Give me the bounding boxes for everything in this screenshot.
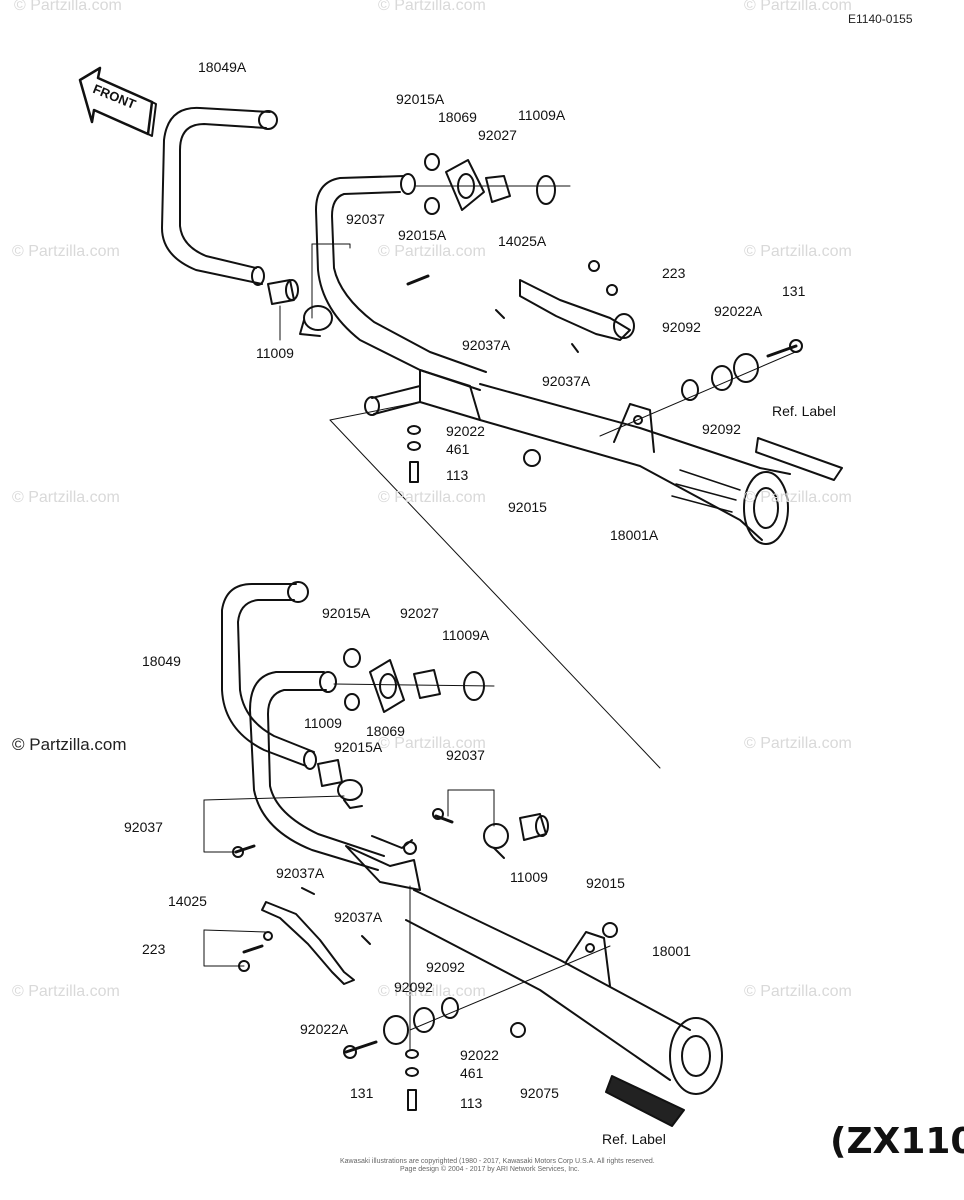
mount-rubber-upper [599,339,803,437]
part-label-18049a: 18049A [198,59,247,75]
part-label-11009a-lower: 11009A [442,627,490,643]
part-label-92015-upper: 92015 [508,499,547,515]
part-label-92015a-bottom: 92015A [398,227,447,243]
part-label-92022a-upper: 92022A [714,303,763,319]
part-label-92037a-lower-b: 92037A [334,909,383,925]
exhaust-pipe-18049 [221,581,317,770]
part-label-92015a-lower-top: 92015A [322,605,371,621]
part-label-92022-lower: 92022 [460,1047,499,1063]
part-label-92015a-lower-bottom: 92015A [334,739,383,755]
watermark-8: © Partzilla.com [378,489,486,506]
front-arrow-icon [78,66,157,137]
part-label-92027-lower: 92027 [400,605,439,621]
model-code: (ZX110 [830,1121,964,1162]
watermark-9: © Partzilla.com [744,489,852,506]
part-label-92037-lower-left: 92037 [124,819,163,835]
part-label-131-lower: 131 [350,1085,374,1101]
flange-18069-upper [415,153,571,215]
part-label-11009a-upper: 11009A [518,107,566,123]
watermark-5: © Partzilla.com [378,243,486,260]
part-label-11009-lower-b: 11009 [510,869,548,885]
diagram-code: E1140-0155 [848,12,913,26]
part-label-92037-upper: 92037 [346,211,385,227]
fasteners-upper [407,309,579,483]
part-label-18069-lower: 18069 [366,723,405,739]
part-label-113-upper: 113 [446,467,469,483]
part-label-461-lower: 461 [460,1065,484,1081]
copyright-line-2: Page design © 2004 - 2017 by ARI Network… [400,1166,580,1173]
part-label-14025a: 14025A [498,233,547,249]
part-label-92092-lower-a: 92092 [426,959,465,975]
ref-label-upper [755,437,843,481]
part-label-18001: 18001 [652,943,691,959]
part-label-18049: 18049 [142,653,181,669]
part-label-92092-upper-a: 92092 [662,319,701,335]
watermark-6: © Partzilla.com [744,243,852,260]
part-label-92015a-top: 92015A [396,91,445,107]
bracket-14025 [203,887,371,985]
part-label-ref-label-lower: Ref. Label [602,1131,666,1147]
part-label-11009-upper: 11009 [256,345,294,361]
part-label-92092-lower-b: 92092 [394,979,433,995]
exhaust-pipe-18001-lower [249,671,723,1095]
watermark-10: © Partzilla.com [12,735,127,754]
part-label-18069-upper: 18069 [438,109,477,125]
part-label-131-upper: 131 [782,283,806,299]
watermark-7: © Partzilla.com [12,489,120,506]
part-label-92092-upper-b: 92092 [702,421,741,437]
part-label-223-lower: 223 [142,941,166,957]
watermark-2: © Partzilla.com [378,0,486,14]
part-label-92022a-lower: 92022A [300,1021,349,1037]
part-label-461-upper: 461 [446,441,470,457]
ref-label-lower [605,1075,685,1127]
part-label-92037a-upper-b: 92037A [542,373,591,389]
watermark-11: © Partzilla.com [378,735,486,752]
part-label-18001a: 18001A [610,527,659,543]
mount-rubber-lower [343,885,618,1111]
watermark-4: © Partzilla.com [12,243,120,260]
part-label-92022-upper: 92022 [446,423,485,439]
part-label-11009-lower-a: 11009 [304,715,342,731]
copyright-line-1: Kawasaki illustrations are copyrighted (… [340,1158,655,1165]
clamp-92037-lower [203,779,509,859]
watermark-14: © Partzilla.com [378,983,486,1000]
watermark-13: © Partzilla.com [12,983,120,1000]
part-label-223-upper: 223 [662,265,686,281]
part-label-113-lower: 113 [460,1095,483,1111]
part-label-92027-upper: 92027 [478,127,517,143]
watermark-1: © Partzilla.com [14,0,122,14]
part-label-92037a-lower-a: 92037A [276,865,325,881]
part-label-92015-lower: 92015 [586,875,625,891]
part-label-92075: 92075 [520,1085,559,1101]
collar-11009-upper [267,279,299,341]
part-label-92037-lower-right: 92037 [446,747,485,763]
clamp-92037-upper [299,243,430,337]
watermark-15: © Partzilla.com [744,983,852,1000]
watermark-12: © Partzilla.com [744,735,852,752]
exhaust-pipe-18001a-upper [315,173,791,545]
exhaust-pipe-18049a [161,106,278,286]
part-label-92037a-upper-a: 92037A [462,337,511,353]
watermark-3: © Partzilla.com [744,0,852,14]
flange-18069-lower [333,648,495,713]
bracket-14025a [519,260,635,341]
part-label-14025: 14025 [168,893,207,909]
part-label-ref-label-upper: Ref. Label [772,403,836,419]
